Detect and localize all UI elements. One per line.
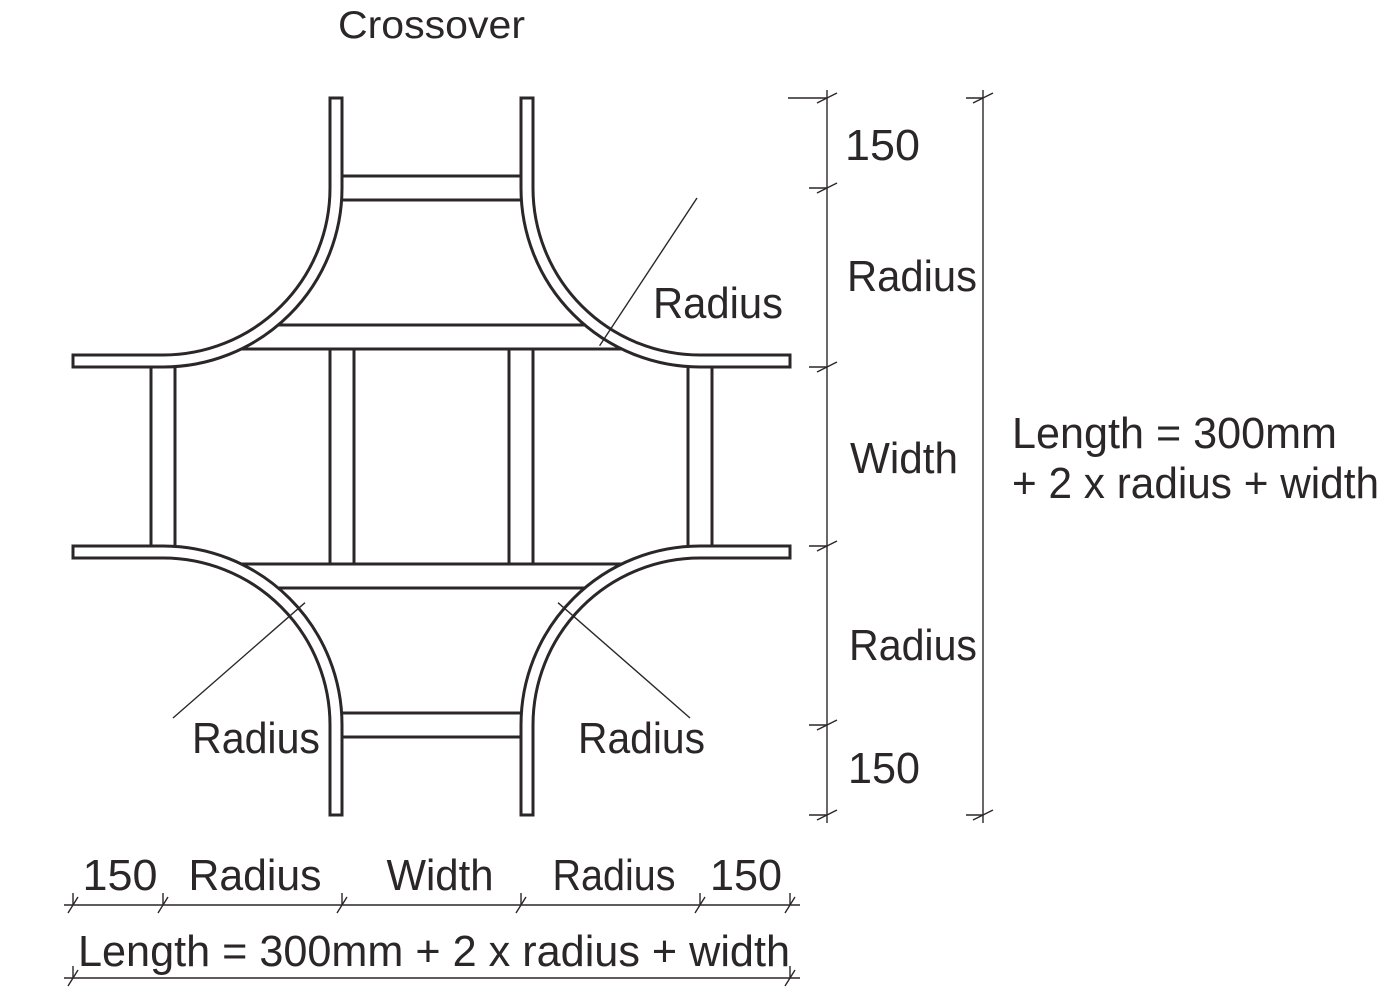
- rung-central-right: [507, 349, 535, 564]
- dim-bottom-label-width: Width: [387, 851, 494, 900]
- bottom-length-formula: Length = 300mm + 2 x radius + width: [78, 927, 790, 976]
- rail-corner-top-right: [519, 96, 792, 369]
- dim-bottom-label-150-right: 150: [710, 851, 782, 900]
- leader-mark-top-right: [596, 333, 612, 345]
- rail-corner-bottom-left: [71, 544, 344, 817]
- leader-line-bottom-right: [557, 602, 691, 719]
- dim-right-label-width: Width: [850, 434, 958, 483]
- rail-corner-top-left: [71, 96, 344, 369]
- crossover-outline: [71, 96, 792, 817]
- dim-right-label-radius-top: Radius: [847, 252, 977, 301]
- right-length-formula-line2: + 2 x radius + width: [1012, 459, 1379, 508]
- leader-line-bottom-left: [172, 602, 306, 719]
- dim-stubs-bottom-segments: [72, 893, 791, 905]
- drawing-title: Crossover: [338, 4, 525, 47]
- rung-central-left: [328, 349, 356, 564]
- dim-bottom-label-radius-left: Radius: [189, 851, 322, 900]
- dim-stubs-bottom-total: [72, 966, 791, 978]
- rung-top-transition: [241, 323, 622, 351]
- dim-right-label-150-top: 150: [845, 121, 920, 170]
- radius-leaders: [172, 197, 698, 719]
- rail-corner-bottom-right: [519, 544, 792, 817]
- dim-right-label-150-bottom: 150: [848, 744, 920, 793]
- rung-left-arm-end: [149, 367, 177, 546]
- radius-callout-top-right-label: Radius: [653, 279, 783, 328]
- dim-bottom-label-radius-right: Radius: [553, 851, 676, 900]
- dim-right-label-radius-bottom: Radius: [849, 621, 977, 670]
- rung-top-arm-end: [342, 174, 521, 202]
- leader-mark-bottom-right: [557, 600, 571, 616]
- leader-mark-bottom-left: [292, 600, 306, 616]
- rung-bottom-arm-end: [342, 711, 521, 739]
- dimension-right: [788, 90, 994, 823]
- dimension-bottom: [64, 893, 800, 987]
- dim-stubs-right-total: [966, 97, 983, 816]
- rung-right-arm-end: [686, 367, 714, 546]
- radius-callout-bottom-right-label: Radius: [578, 714, 705, 763]
- right-length-formula-line1: Length = 300mm: [1012, 409, 1337, 458]
- radius-callout-bottom-left-label: Radius: [192, 714, 320, 763]
- dim-stubs-right-segments: [788, 97, 827, 816]
- leader-line-top-right: [599, 197, 698, 347]
- rung-bottom-transition: [241, 562, 622, 590]
- dim-bottom-label-150-left: 150: [83, 851, 158, 900]
